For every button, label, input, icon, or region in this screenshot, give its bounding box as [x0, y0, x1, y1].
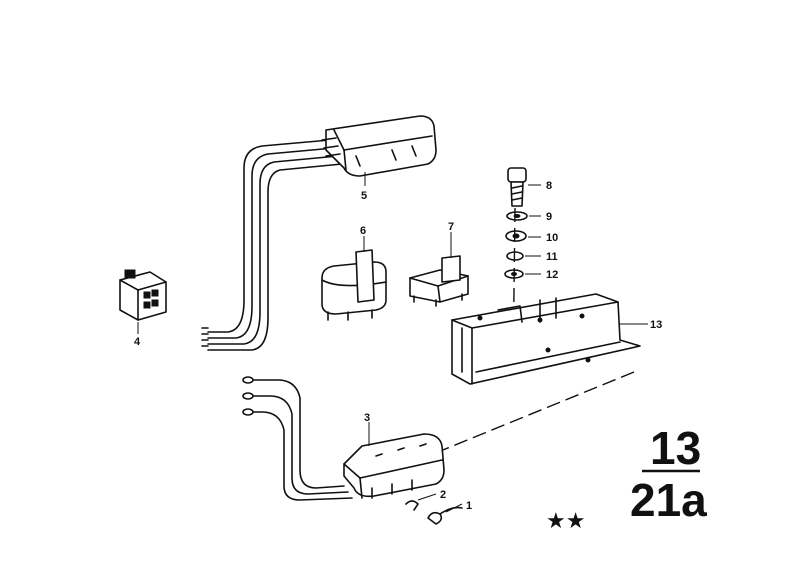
part-11-washer	[506, 251, 541, 261]
callout-12: 12	[546, 269, 558, 281]
part-7-relay	[409, 232, 469, 307]
bolt-axis-line	[512, 207, 516, 375]
part-8-bolt	[507, 167, 541, 207]
stars-marker: ★★	[546, 509, 585, 534]
part-6-relay	[321, 236, 387, 321]
callout-7: 7	[448, 221, 454, 233]
callout-10: 10	[546, 232, 558, 244]
callout-9: 9	[546, 211, 552, 223]
part-13-bracket	[451, 293, 648, 385]
callout-5: 5	[361, 190, 367, 202]
part-12-washer	[504, 269, 541, 279]
part-2-clip	[405, 493, 437, 511]
part-4-connector	[119, 269, 167, 334]
part-5-control-unit	[201, 115, 437, 351]
callout-4: 4	[134, 336, 141, 348]
group-code-top: 13	[650, 422, 701, 474]
mount-axis-line	[437, 371, 635, 453]
callout-1: 1	[466, 500, 472, 512]
callout-8: 8	[546, 180, 552, 192]
callout-6: 6	[360, 225, 366, 237]
part-9-washer	[506, 211, 541, 221]
part-10-washer	[505, 230, 541, 242]
callout-11: 11	[546, 251, 558, 263]
part-1-clip	[427, 503, 463, 525]
group-code-bottom: 21a	[630, 474, 707, 526]
callout-13: 13	[650, 319, 662, 331]
callout-3: 3	[364, 412, 370, 424]
part-3-control-unit	[242, 376, 445, 501]
callout-2: 2	[440, 489, 446, 501]
